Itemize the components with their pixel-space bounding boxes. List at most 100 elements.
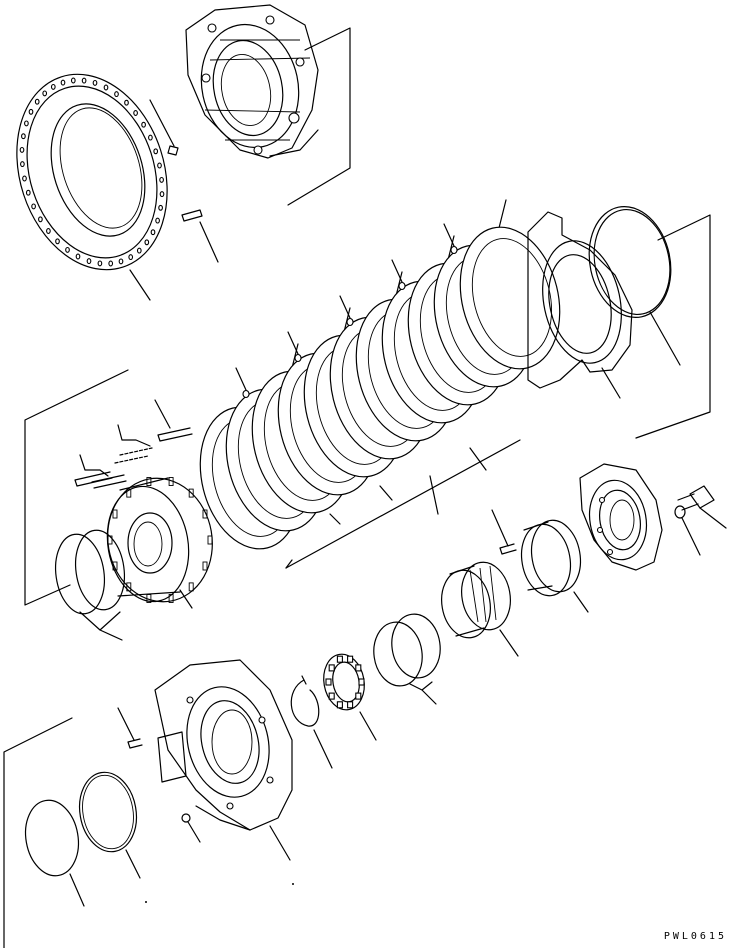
- leader-seal-mid: [409, 681, 437, 705]
- plate-hole: [25, 189, 31, 196]
- rear-pin: [117, 707, 143, 749]
- rear-housing: [154, 659, 293, 831]
- end-plate: [527, 211, 633, 389]
- hub-tooth: [188, 488, 194, 498]
- plate-hole: [86, 258, 92, 265]
- plate-dowel-pin: [181, 209, 219, 263]
- leader-snap-small: [313, 729, 333, 769]
- piston-housing: [579, 463, 663, 571]
- plate-hole: [103, 84, 109, 91]
- stray-mark: [145, 901, 147, 903]
- leader-seal-rings: [79, 611, 123, 641]
- plate-hole: [136, 247, 142, 254]
- piston: [520, 519, 582, 597]
- bearing-roller: [328, 664, 335, 672]
- plate-hole: [158, 204, 163, 211]
- hub-tooth: [146, 477, 152, 486]
- leader-piston: [573, 591, 589, 613]
- hub-tooth: [202, 509, 208, 519]
- bolt: [674, 485, 715, 519]
- bearing-roller: [336, 655, 343, 663]
- hub-tooth: [202, 561, 208, 571]
- plate-hole: [75, 253, 81, 260]
- plate-hole: [55, 238, 60, 245]
- hub-tooth: [168, 594, 174, 603]
- seal-rings-bottom: [24, 771, 138, 877]
- plate-hole: [34, 98, 40, 105]
- plate-hole: [70, 77, 76, 84]
- plate-hole: [92, 79, 98, 86]
- plate-hole: [22, 175, 27, 182]
- seal-rings-mid: [373, 613, 441, 687]
- plate-hole: [31, 203, 36, 210]
- hub-tooth: [126, 488, 132, 498]
- bearing-roller: [358, 678, 365, 686]
- leader-plate: [129, 269, 151, 301]
- hub-tooth: [207, 535, 213, 545]
- plate-hole: [28, 108, 34, 115]
- plate-hole: [38, 216, 43, 223]
- leader-ring-bottom-1: [69, 873, 85, 907]
- clutch-hub: [106, 477, 213, 603]
- hub-tooth: [146, 594, 152, 603]
- perforated-plate: [16, 73, 168, 271]
- plate-hole: [159, 176, 164, 183]
- rear-small-bolt: [181, 813, 201, 843]
- leader-rear-housing: [269, 825, 291, 861]
- friction-plate: [459, 226, 561, 370]
- leader-bracket-right: [635, 214, 711, 439]
- drawing-code: PWL0615: [663, 931, 727, 942]
- bearing-roller: [347, 701, 354, 709]
- plate-hole: [159, 191, 165, 198]
- leader-hub: [179, 589, 193, 609]
- plate-tab: [450, 245, 458, 255]
- plate-hole: [133, 110, 138, 116]
- bearing-roller: [355, 664, 362, 672]
- leader-end-plate: [601, 367, 621, 399]
- small-pin: [491, 509, 517, 555]
- leader-washer: [681, 517, 701, 556]
- hub-tooth: [126, 582, 132, 592]
- hub-tooth: [112, 561, 118, 571]
- plate-hole: [148, 134, 153, 141]
- plate-hole: [114, 91, 119, 98]
- carrier-housing: [185, 4, 319, 159]
- plate-hole: [97, 260, 103, 267]
- plate-bolt: [149, 99, 179, 156]
- plate-hole: [19, 146, 25, 153]
- leader-sleeve: [499, 629, 519, 657]
- leader-bracket-left: [24, 369, 129, 606]
- plate-tab: [346, 317, 354, 327]
- plate-hole: [65, 246, 70, 253]
- clutch-plate-stack: [199, 199, 561, 569]
- leader-bearing: [359, 711, 377, 741]
- leader-stack: [285, 439, 521, 569]
- plate-hole: [46, 228, 51, 234]
- leader-bracket-bottom: [3, 717, 73, 948]
- plate-hole: [150, 229, 156, 236]
- needle-bearing: [323, 653, 365, 711]
- leader-bolt: [699, 507, 727, 529]
- plate-hole: [118, 258, 124, 265]
- plate-hole: [155, 217, 160, 224]
- plate-hole: [128, 254, 134, 261]
- hub-tooth: [112, 509, 118, 519]
- plate-tab: [294, 353, 302, 363]
- hub-tooth: [188, 582, 194, 592]
- plate-tab: [398, 281, 406, 291]
- plate-hole: [42, 90, 48, 97]
- leader-ring-bottom-2: [125, 849, 141, 879]
- plate-hole: [124, 99, 129, 106]
- sleeve: [441, 561, 511, 639]
- plate-hole: [153, 148, 159, 155]
- plate-hole: [81, 77, 87, 84]
- seal-rings-left: [54, 529, 126, 615]
- plate-hole: [21, 133, 26, 140]
- bearing-roller: [347, 655, 354, 663]
- plate-hole: [20, 161, 25, 168]
- bearing-roller: [336, 701, 343, 709]
- plate-hole: [108, 260, 114, 267]
- plate-hole: [144, 239, 150, 246]
- plate-hole: [50, 83, 56, 90]
